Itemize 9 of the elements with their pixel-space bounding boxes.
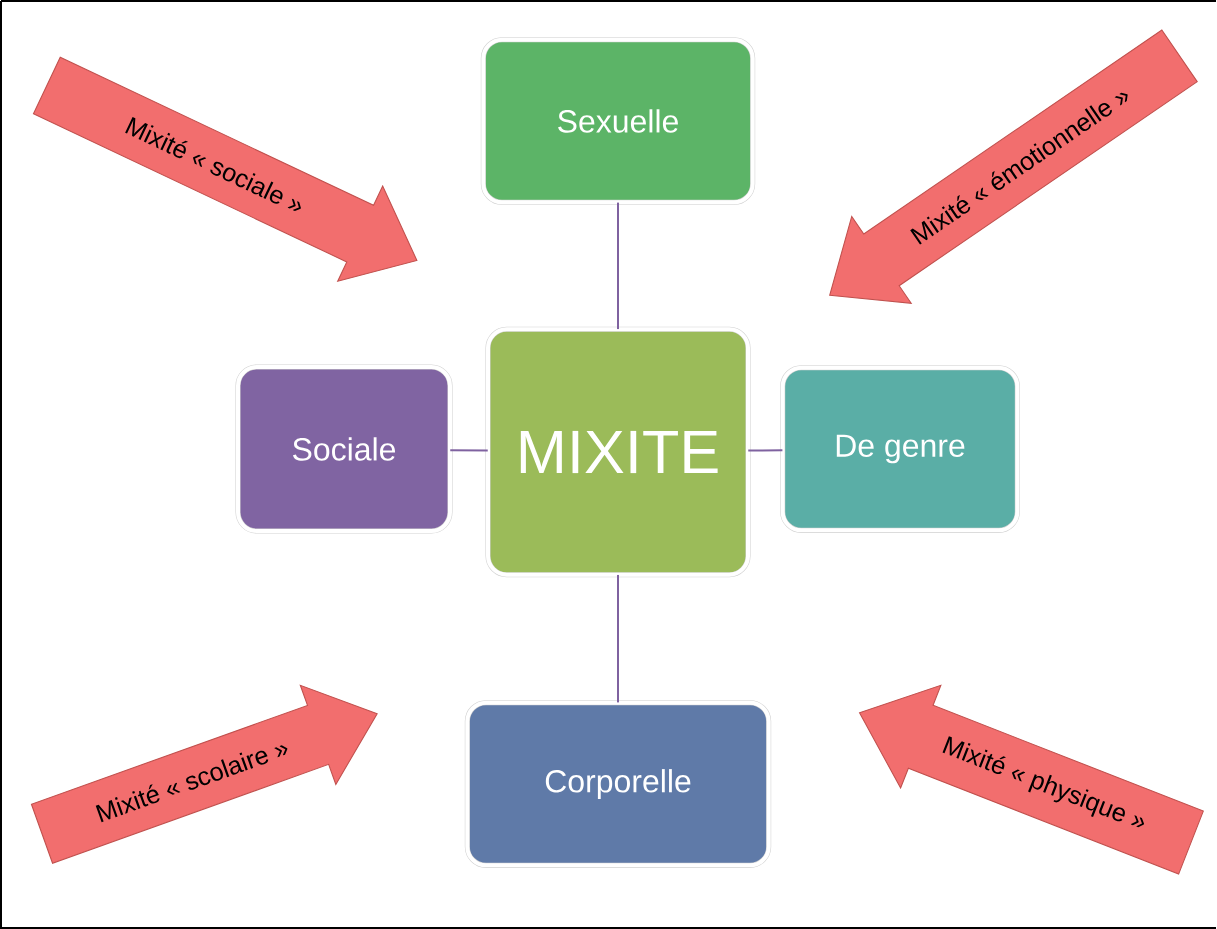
connector-line [617,573,619,704]
connector-line [617,201,619,331]
category-box: Sociale [235,364,453,534]
center-box: MIXITE [485,326,751,578]
category-box: De genre [780,365,1020,533]
category-box: Corporelle [464,700,772,868]
category-box: Sexuelle [480,37,756,205]
connector-line [747,449,784,452]
connector-line [449,449,489,452]
